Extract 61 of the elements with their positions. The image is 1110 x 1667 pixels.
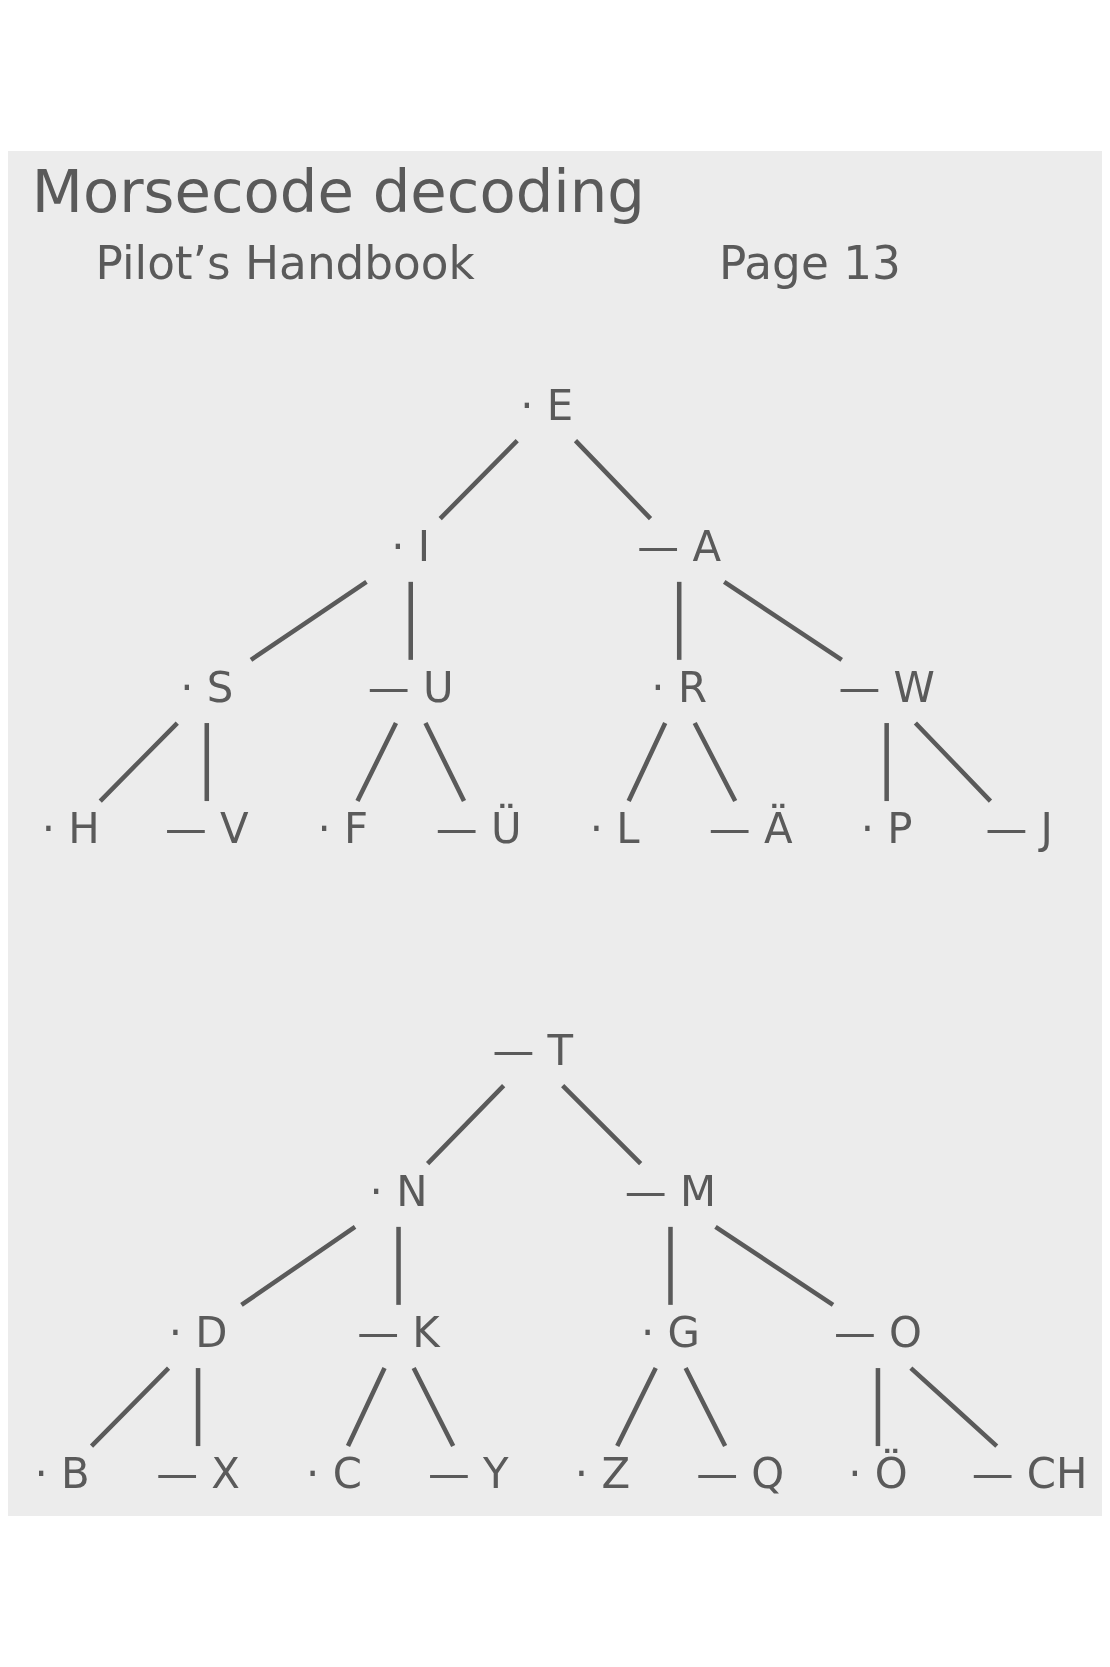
connector: [875, 1368, 881, 1447]
diagram-title: Morsecode decoding: [31, 157, 645, 227]
connector: [615, 1367, 658, 1448]
node-text: — Ä: [708, 804, 793, 854]
connector: [884, 723, 889, 802]
node-text: — Y: [427, 1449, 509, 1499]
node-text: — M: [624, 1167, 717, 1217]
node-text: · F: [317, 804, 369, 854]
node-text: — T: [492, 1025, 574, 1075]
node-text: — X: [156, 1449, 240, 1499]
connector: [561, 1084, 643, 1166]
node-text: — CH: [971, 1449, 1088, 1499]
node-text: · L: [589, 804, 640, 854]
connector: [909, 1366, 999, 1448]
node-text: · S: [180, 663, 234, 713]
connector: [683, 1367, 728, 1448]
node-text: — Q: [696, 1449, 785, 1499]
node-text: · N: [369, 1167, 428, 1217]
node-text: · Ö: [848, 1449, 908, 1499]
node-text: — Ü: [435, 804, 522, 854]
label: Page 13: [719, 236, 901, 290]
connector: [411, 1367, 456, 1448]
connector: [913, 721, 993, 803]
connector: [204, 723, 210, 802]
node-text: · B: [34, 1449, 90, 1499]
label: Pilot’s Handbook: [95, 236, 475, 290]
connector: [423, 722, 467, 803]
connector: [722, 579, 843, 662]
node-text: — W: [838, 663, 935, 713]
connector: [573, 439, 653, 521]
connector: [408, 581, 413, 660]
connector: [345, 1367, 387, 1448]
node-text: · C: [306, 1449, 362, 1499]
node-text: — A: [637, 522, 722, 572]
node-text: · G: [640, 1308, 700, 1358]
connector: [676, 581, 682, 660]
connector: [692, 722, 738, 803]
node-text: · R: [651, 663, 708, 713]
connector: [438, 439, 519, 521]
node-text: — J: [985, 804, 1053, 854]
node-text: · Z: [574, 1449, 631, 1499]
connector: [626, 722, 668, 803]
node-text: — U: [367, 663, 454, 713]
connector: [355, 722, 399, 803]
node-text: — K: [357, 1308, 440, 1358]
node-text: · E: [520, 380, 574, 430]
connector: [668, 1226, 673, 1305]
node-text: — O: [833, 1308, 922, 1358]
node-text: · I: [391, 522, 431, 572]
node-text: — V: [164, 804, 249, 854]
connector: [89, 1366, 171, 1448]
node-text: · P: [860, 804, 913, 854]
node-text: · H: [41, 804, 100, 854]
connector: [396, 1226, 401, 1305]
connector: [240, 1225, 357, 1307]
connector: [426, 1084, 506, 1166]
connector: [98, 721, 179, 803]
connector: [714, 1224, 835, 1307]
connector: [249, 579, 368, 662]
connector: [195, 1368, 201, 1447]
node-text: · D: [168, 1308, 228, 1358]
